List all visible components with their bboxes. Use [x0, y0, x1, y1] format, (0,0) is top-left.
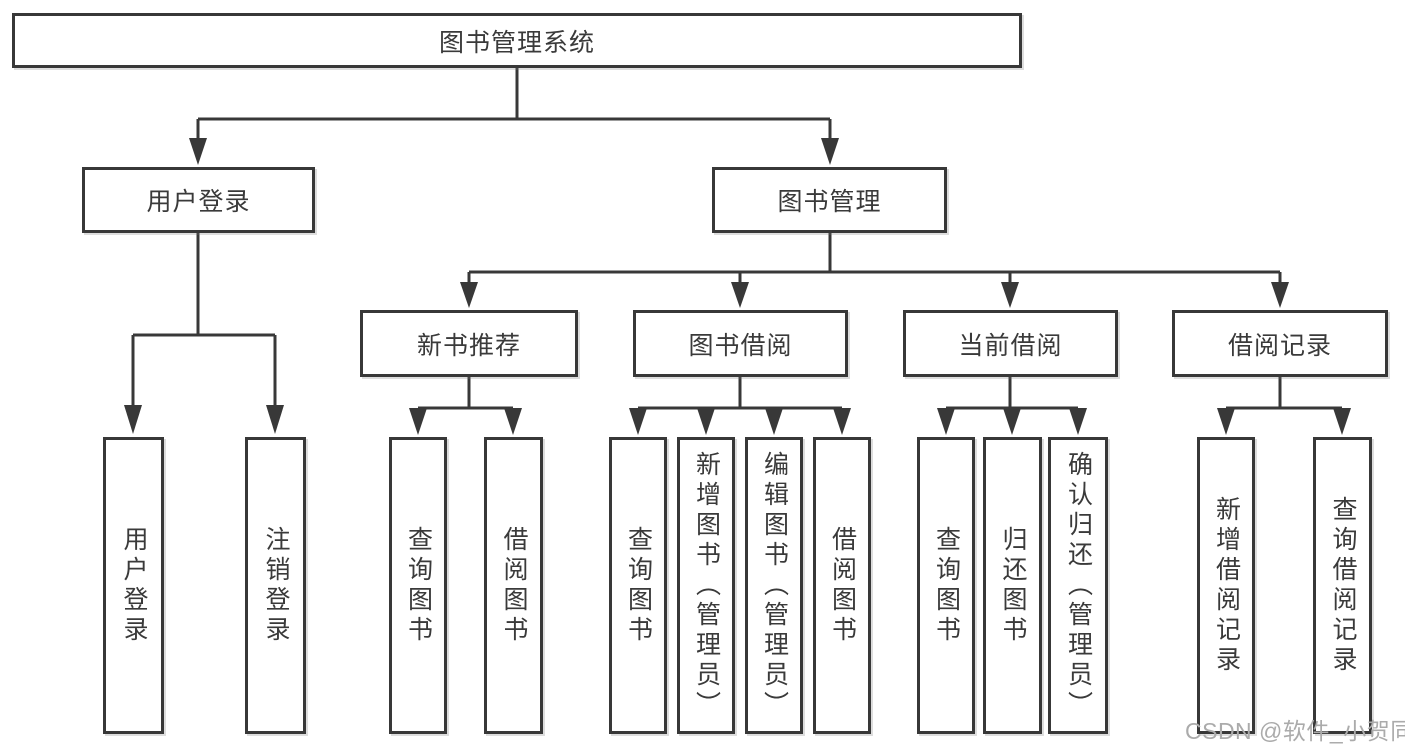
node-library-management-system: 图书管理系统	[12, 13, 1022, 68]
arrowhead	[1333, 408, 1351, 435]
node-book-management: 图书管理	[712, 167, 947, 233]
arrowhead	[731, 282, 749, 308]
node-borrow-records: 借阅记录	[1172, 310, 1388, 377]
arrowhead	[1217, 408, 1235, 435]
node-leaf-query-books-borrow: 查询图书	[609, 437, 667, 734]
node-leaf-edit-books-admin: 编辑图书（管理员）	[745, 437, 803, 734]
arrowhead	[504, 408, 522, 435]
arrowhead	[266, 405, 284, 434]
node-leaf-query-books-recommend: 查询图书	[389, 437, 447, 734]
connector-new-book-to-leaves	[416, 377, 515, 411]
arrowhead	[124, 405, 142, 434]
node-leaf-confirm-return-admin: 确认归还（管理员）	[1048, 437, 1108, 734]
arrowhead	[821, 138, 839, 165]
node-leaf-add-borrow-record: 新增借阅记录	[1197, 437, 1255, 734]
connector-borrow-records-to-leaves	[1224, 377, 1344, 411]
arrowhead	[765, 408, 783, 435]
watermark: CSDN @软件_小贺同学	[1185, 718, 1405, 744]
connector-root-to-level2	[196, 67, 832, 140]
connector-current-borrow-to-leaves	[944, 377, 1080, 411]
arrowhead	[937, 408, 955, 435]
connector-book-borrow-to-leaves	[636, 377, 844, 411]
node-book-borrow: 图书借阅	[633, 310, 848, 377]
node-leaf-borrow-books-recommend: 借阅图书	[484, 437, 543, 734]
node-current-borrow: 当前借阅	[903, 310, 1118, 377]
arrowhead	[189, 138, 207, 165]
node-leaf-return-books: 归还图书	[983, 437, 1042, 734]
arrowhead	[409, 408, 427, 435]
arrowhead	[1069, 408, 1087, 435]
arrowhead	[1001, 282, 1019, 308]
node-leaf-borrow-books: 借阅图书	[813, 437, 871, 734]
arrowhead	[833, 408, 851, 435]
arrowhead	[1003, 408, 1021, 435]
node-leaf-add-books-admin: 新增图书（管理员）	[677, 437, 735, 734]
connector-book-management-to-level3	[467, 233, 1282, 284]
node-user-login: 用户登录	[82, 167, 315, 233]
node-leaf-logout: 注销登录	[245, 437, 306, 734]
connector-user-login-to-leaves	[131, 233, 277, 407]
arrowhead	[460, 282, 478, 308]
arrowhead	[629, 408, 647, 435]
node-leaf-query-books-current: 查询图书	[917, 437, 975, 734]
arrowhead	[697, 408, 715, 435]
arrowhead	[1271, 282, 1289, 308]
node-leaf-query-borrow-record: 查询借阅记录	[1313, 437, 1372, 734]
node-leaf-user-login: 用户登录	[103, 437, 164, 734]
node-new-book-recommend: 新书推荐	[360, 310, 578, 377]
